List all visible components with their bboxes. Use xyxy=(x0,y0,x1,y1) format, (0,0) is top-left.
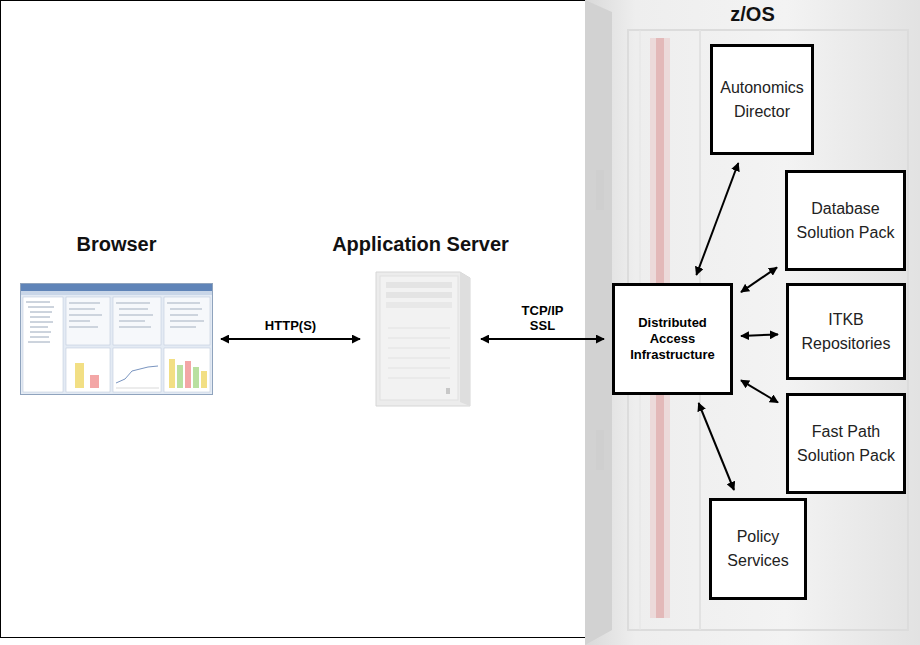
box-label: Policy Services xyxy=(718,525,798,573)
connector-arrow xyxy=(741,380,778,402)
connector-label: HTTP(S) xyxy=(263,318,318,334)
box-label: Autonomics Director xyxy=(719,76,805,124)
zos-region: z/OS Autonomics DirectorDatabase Solution… xyxy=(585,0,920,645)
process-box: Distributed Access Infrastructure xyxy=(612,283,733,395)
connector-label: TCP/IP SSL xyxy=(506,303,580,334)
connector-arrow xyxy=(741,267,777,292)
browser-node: Browser xyxy=(20,283,213,395)
connector-arrow xyxy=(221,338,360,340)
heading-label: Browser xyxy=(76,233,156,256)
connector-arrow xyxy=(696,163,738,275)
mainframe-cabinet xyxy=(585,0,920,645)
connector-arrow xyxy=(741,334,778,336)
process-box: Policy Services xyxy=(709,498,807,600)
process-box: Fast Path Solution Pack xyxy=(786,393,906,494)
process-box: Database Solution Pack xyxy=(785,170,906,271)
connector-arrow xyxy=(699,403,734,490)
process-box: Autonomics Director xyxy=(710,44,814,155)
box-label: Database Solution Pack xyxy=(794,197,897,245)
box-label: Distributed Access Infrastructure xyxy=(621,315,724,364)
server-tower xyxy=(368,268,473,410)
box-label: ITKB Repositories xyxy=(795,308,897,356)
heading-label: z/OS xyxy=(730,3,774,26)
box-label: Fast Path Solution Pack xyxy=(795,420,897,468)
heading-label: Application Server xyxy=(332,233,509,256)
browser-screenshot xyxy=(20,283,213,395)
application-server-node: Application Server xyxy=(368,268,473,410)
process-box: ITKB Repositories xyxy=(786,283,906,380)
connector-arrow xyxy=(481,338,604,340)
